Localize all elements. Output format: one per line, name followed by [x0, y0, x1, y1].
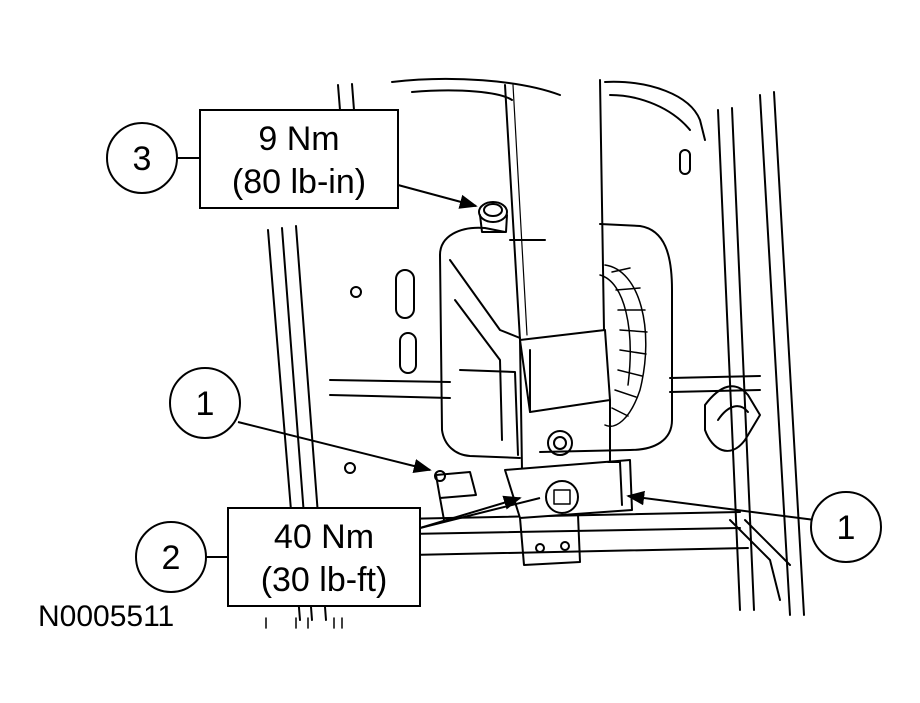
torque-2-metric: 40 Nm [274, 518, 374, 556]
callout-3: 3 [106, 122, 178, 194]
torque-3-metric: 9 Nm [258, 120, 339, 158]
right-bracket [704, 385, 791, 601]
leader-1-right [626, 490, 816, 521]
gear-bracket [519, 329, 611, 471]
leader-1-left [237, 421, 432, 474]
torque-2-imperial: (30 lb-ft) [261, 561, 388, 599]
callout-1-right-number: 1 [837, 509, 856, 547]
torque-3-imperial: (80 lb-in) [232, 163, 366, 201]
callout-3-number: 3 [133, 140, 152, 178]
bottom-marks [265, 617, 343, 629]
drive-gear [599, 264, 648, 427]
guide-rail [504, 79, 605, 341]
tab-item-1-left [435, 471, 477, 521]
callout-2: 2 [135, 521, 207, 593]
callout-1-right: 1 [810, 491, 882, 563]
leader-2-b [419, 497, 541, 529]
callout-1-left: 1 [169, 367, 241, 439]
callout-2-number: 2 [162, 539, 181, 577]
nut-item-3 [478, 201, 508, 233]
callout-1-left-number: 1 [196, 385, 215, 423]
motor-housing [439, 223, 673, 459]
torque-box-2: 40 Nm (30 lb-ft) [227, 507, 421, 607]
bolt-item-2 [545, 480, 579, 514]
figure-id: N0005511 [38, 600, 174, 633]
panel-opening [391, 77, 706, 141]
torque-box-3: 9 Nm (80 lb-in) [199, 109, 399, 209]
leader-3 [397, 184, 478, 209]
window-regulator-drawing [265, 77, 805, 629]
leader-lines [177, 157, 816, 558]
door-panel-frame [267, 83, 805, 621]
